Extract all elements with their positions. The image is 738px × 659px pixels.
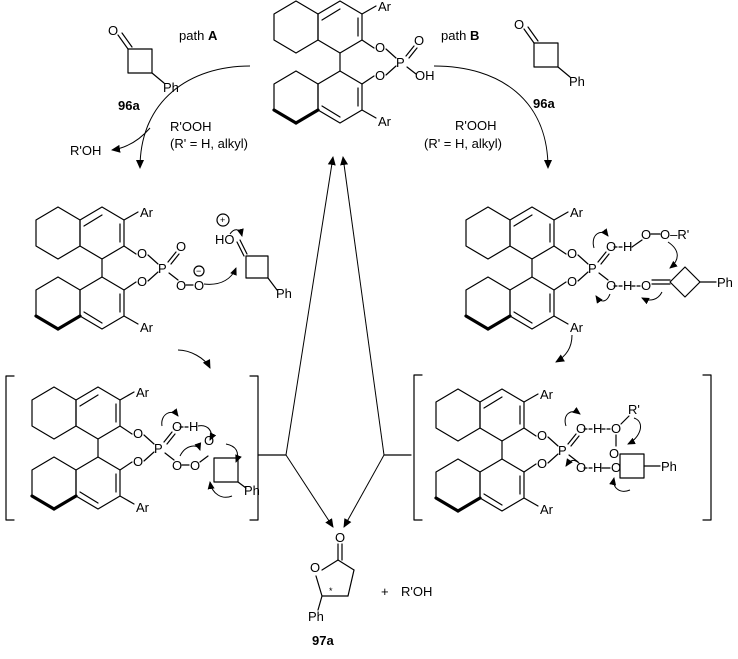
label-o: O	[310, 560, 320, 575]
cyclobutanone-96a-right: O Ph	[514, 17, 585, 89]
label-ph: Ph	[569, 74, 585, 89]
label-ph: Ph	[244, 483, 260, 498]
label-o: O	[606, 239, 616, 254]
label-o: O	[414, 33, 424, 48]
label-o: O	[108, 23, 118, 38]
label-o: O	[137, 274, 147, 289]
label-o: O	[567, 246, 577, 261]
label-ph: Ph	[308, 609, 324, 624]
stereo-star: *	[329, 586, 333, 596]
label-r-prime: R'	[628, 402, 640, 417]
label-o: O	[176, 239, 186, 254]
label-ar: Ar	[140, 205, 154, 220]
arrow-path-b	[433, 65, 552, 169]
label-p: P	[154, 441, 163, 456]
label-ar: Ar	[378, 114, 392, 129]
label-o: O	[375, 68, 385, 83]
label-ar: Ar	[570, 320, 584, 335]
plus-charge: +	[220, 215, 225, 225]
label-o: O	[137, 246, 147, 261]
catalyst-top: Ar Ar O O P O OH	[272, 0, 435, 129]
label-o-r-prime: O–R'	[660, 227, 689, 242]
label-o: O	[514, 17, 524, 32]
label-o: O	[641, 278, 651, 293]
label-o: O	[576, 460, 586, 475]
label-o: O	[576, 421, 586, 436]
cyclobutanone-96a-left: O Ph	[108, 23, 179, 95]
ts-right: Ar Ar O O P O H O R' O O H O	[413, 374, 712, 521]
oxidant-note-left: (R' = H, alkyl)	[170, 136, 248, 151]
label-o: O	[641, 227, 651, 242]
label-p: P	[158, 261, 167, 276]
label-o: O	[537, 428, 547, 443]
compound-label-96a: 96a	[533, 96, 555, 111]
label-oh: OH	[415, 68, 435, 83]
label-h: H	[189, 419, 198, 434]
label-o: O	[537, 456, 547, 471]
label-ar: Ar	[540, 387, 554, 402]
label-ph: Ph	[717, 275, 733, 290]
label-o: O	[609, 446, 619, 461]
minus-charge: −	[196, 266, 201, 276]
label-o: O	[204, 433, 214, 448]
regeneration-arrows	[257, 156, 412, 528]
oxidant-note-right: (R' = H, alkyl)	[424, 136, 502, 151]
intermediate-right: Ar Ar O O P O O H O O–R' H O Ph	[464, 205, 733, 335]
label-ar: Ar	[540, 502, 554, 517]
label-h: H	[593, 460, 602, 475]
path-a-label: path A	[179, 28, 218, 43]
label-h: H	[623, 278, 632, 293]
label-o: O	[194, 278, 204, 293]
label-o: O	[611, 421, 621, 436]
label-p: P	[396, 55, 405, 70]
label-o: O	[567, 274, 577, 289]
label-o: O	[190, 458, 200, 473]
label-ph: Ph	[661, 459, 677, 474]
arrow-byproduct	[111, 127, 151, 153]
compound-label-96a: 96a	[118, 98, 140, 113]
label-ar: Ar	[378, 0, 392, 14]
label-ph: Ph	[163, 80, 179, 95]
label-p: P	[558, 443, 567, 458]
label-o: O	[335, 530, 345, 545]
label-o: O	[133, 426, 143, 441]
byproduct-bottom: R'OH	[401, 584, 432, 599]
label-o: O	[133, 454, 143, 469]
oxidant-left: R'OOH	[170, 119, 211, 134]
arrow-path-a	[136, 65, 251, 169]
label-o: O	[611, 460, 621, 475]
label-ar: Ar	[136, 500, 150, 515]
plus-sign: +	[381, 584, 389, 599]
label-p: P	[588, 261, 597, 276]
label-o: O	[172, 458, 182, 473]
product-97a: O O * Ph	[308, 530, 355, 624]
label-o: O	[176, 278, 186, 293]
label-ar: Ar	[140, 320, 154, 335]
label-o: O	[606, 278, 616, 293]
label-o: O	[375, 40, 385, 55]
arrow-down-left	[177, 349, 211, 369]
label-ar: Ar	[570, 205, 584, 220]
arrow-down-right	[555, 334, 573, 363]
label-h: H	[593, 421, 602, 436]
byproduct-left: R'OH	[70, 143, 101, 158]
label-ar: Ar	[136, 385, 150, 400]
ts-left: Ar Ar O O P O H O O O Ph	[5, 375, 260, 521]
intermediate-left: Ar Ar O O P O O O − HO + Ph	[34, 205, 292, 335]
label-ph: Ph	[276, 286, 292, 301]
compound-label-97a: 97a	[312, 633, 334, 648]
label-h: H	[623, 239, 632, 254]
path-b-label: path B	[441, 28, 479, 43]
oxidant-right: R'OOH	[455, 118, 496, 133]
label-o: O	[172, 419, 182, 434]
label-ho: HO	[215, 232, 235, 247]
